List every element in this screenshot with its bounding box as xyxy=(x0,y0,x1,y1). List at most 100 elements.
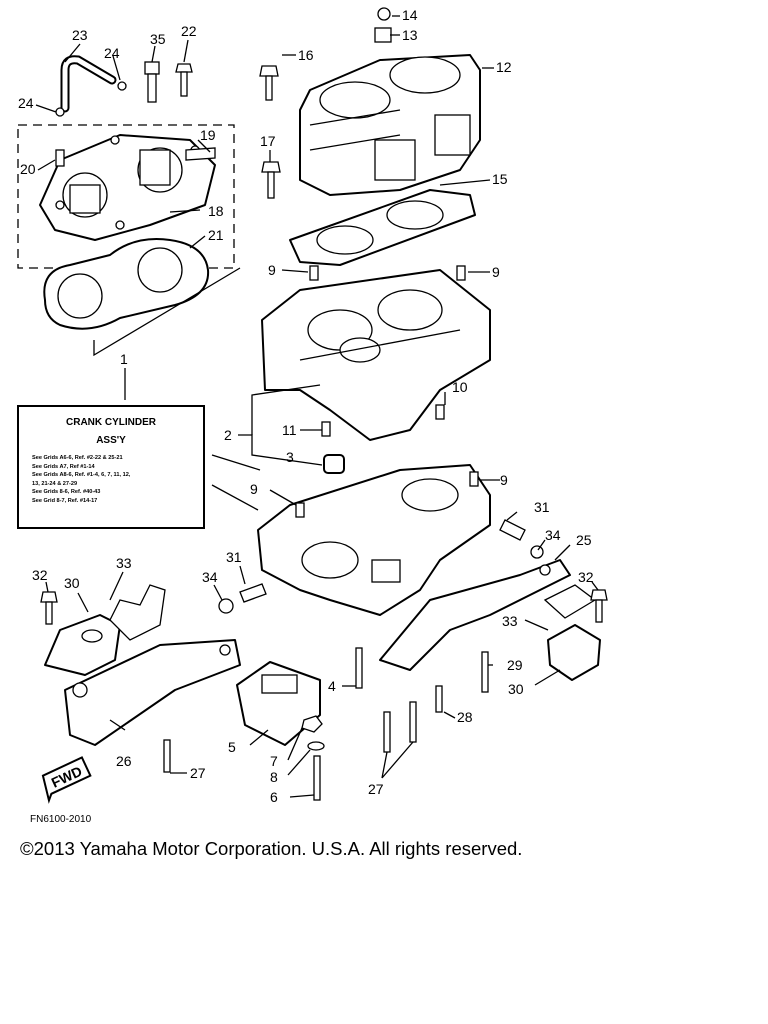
callout-30: 30 xyxy=(64,575,80,591)
dowel-pin-9 xyxy=(295,471,479,518)
figure-code: FN6100-2010 xyxy=(30,814,92,825)
callout-28: 28 xyxy=(457,709,473,725)
callout-32: 32 xyxy=(32,567,48,583)
reference-line: See Grid 8-7, Ref. #14-17 xyxy=(32,497,98,504)
reference-line: See Grids A8-6, Ref. #1-4, 6, 7, 11, 12, xyxy=(32,472,131,479)
engine-mount-30 xyxy=(44,614,121,676)
reference-line: 13, 21-24 & 27-29 xyxy=(32,480,78,487)
dowel-pin-10 xyxy=(435,404,445,420)
reference-line: See Grids A7, Ref #1-14 xyxy=(32,463,95,470)
hose-23 xyxy=(60,55,117,113)
callout-22: 22 xyxy=(181,23,197,39)
upper-crankcase xyxy=(261,269,491,441)
callout-33: 33 xyxy=(116,555,132,571)
callout-35: 35 xyxy=(150,31,166,47)
bolt-32 xyxy=(40,591,58,625)
callout-2: 2 xyxy=(224,427,232,443)
washer-8 xyxy=(307,741,325,751)
callout-24: 24 xyxy=(18,95,34,111)
callout-19: 19 xyxy=(200,127,216,143)
callout-25: 25 xyxy=(576,532,592,548)
callout-21: 21 xyxy=(208,227,224,243)
callout-24: 24 xyxy=(104,45,120,61)
callout-9: 9 xyxy=(250,481,258,497)
mount-bracket-25 xyxy=(379,559,571,671)
exploded-parts-diagram: FWD xyxy=(17,7,608,825)
washer-34 xyxy=(530,545,544,559)
callout-33: 33 xyxy=(502,613,518,629)
callout-7: 7 xyxy=(270,753,278,769)
callout-34: 34 xyxy=(202,569,218,585)
reference-line: See Grids 8-6, Ref. #40-43 xyxy=(32,489,101,496)
callout-17: 17 xyxy=(260,133,276,149)
head-group-outline xyxy=(17,124,235,269)
cylinder-block-12 xyxy=(299,54,481,196)
bracket-5 xyxy=(236,661,321,746)
callout-23: 23 xyxy=(72,27,88,43)
callout-31: 31 xyxy=(534,499,550,515)
bolt-6 xyxy=(313,755,321,801)
callout-6: 6 xyxy=(270,789,278,805)
screw-14 xyxy=(377,7,391,21)
callout-9: 9 xyxy=(492,264,500,280)
bolt-31 xyxy=(239,583,267,603)
fitting-13 xyxy=(374,27,392,43)
copyright-notice: ©2013 Yamaha Motor Corporation. U.S.A. A… xyxy=(20,838,523,859)
head-gasket-21 xyxy=(43,238,210,330)
dowel-pin-9 xyxy=(309,265,466,281)
assembly-reference-list: See Grids A6-6, Ref. #2-22 & 25-21 See G… xyxy=(32,454,203,506)
callout-10: 10 xyxy=(452,379,468,395)
pin-11 xyxy=(321,421,331,437)
bearing-3 xyxy=(323,454,345,474)
callout-27: 27 xyxy=(190,765,206,781)
callout-12: 12 xyxy=(496,59,512,75)
shim-33 xyxy=(543,584,597,619)
assembly-reference-box: CRANK CYLINDER ASS'Y See Grids A6-6, Ref… xyxy=(17,405,205,529)
bolt-32 xyxy=(590,589,608,623)
callout-9: 9 xyxy=(500,472,508,488)
callout-9: 9 xyxy=(268,262,276,278)
callout-20: 20 xyxy=(20,161,36,177)
cylinder-head-cover xyxy=(39,134,216,241)
clip-24 xyxy=(55,81,127,117)
washer-34 xyxy=(218,598,234,614)
callout-16: 16 xyxy=(298,47,314,63)
assembly-title: CRANK CYLINDER xyxy=(66,417,156,428)
pin-20 xyxy=(55,149,65,167)
bolt-22 xyxy=(175,63,193,97)
bolt-17 xyxy=(261,161,281,199)
callout-14: 14 xyxy=(402,7,418,23)
callout-4: 4 xyxy=(328,678,336,694)
nut-7 xyxy=(301,715,323,733)
fitting-35 xyxy=(144,61,160,103)
callout-31: 31 xyxy=(226,549,242,565)
assembly-subtitle: ASS'Y xyxy=(96,435,126,446)
reference-line: See Grids A6-6, Ref. #2-22 & 25-21 xyxy=(32,455,123,461)
engine-mount-30 xyxy=(547,624,601,681)
bolt-4 xyxy=(355,647,363,689)
callout-1: 1 xyxy=(120,351,128,367)
callout-3: 3 xyxy=(286,449,294,465)
callout-8: 8 xyxy=(270,769,278,785)
bolt-29 xyxy=(481,651,489,693)
callout-numbers: 23 24 35 22 24 19 20 18 21 1 14 13 12 16… xyxy=(18,7,594,805)
bolt-28 xyxy=(435,685,443,713)
shim-33 xyxy=(109,584,166,641)
bolt-19 xyxy=(185,147,216,161)
forward-direction-tag: FWD xyxy=(41,756,92,804)
callout-32: 32 xyxy=(578,569,594,585)
callout-34: 34 xyxy=(545,527,561,543)
callout-18: 18 xyxy=(208,203,224,219)
mount-bracket-26 xyxy=(64,639,241,746)
bolt-31 xyxy=(499,519,526,541)
callout-11: 11 xyxy=(282,422,297,438)
callout-30: 30 xyxy=(508,681,524,697)
callout-13: 13 xyxy=(402,27,418,43)
leader-lines xyxy=(35,15,599,798)
callout-26: 26 xyxy=(116,753,132,769)
bolt-16 xyxy=(259,65,279,101)
callout-29: 29 xyxy=(507,657,523,673)
callout-5: 5 xyxy=(228,739,236,755)
cylinder-gasket-15 xyxy=(289,189,476,266)
callout-27: 27 xyxy=(368,781,384,797)
